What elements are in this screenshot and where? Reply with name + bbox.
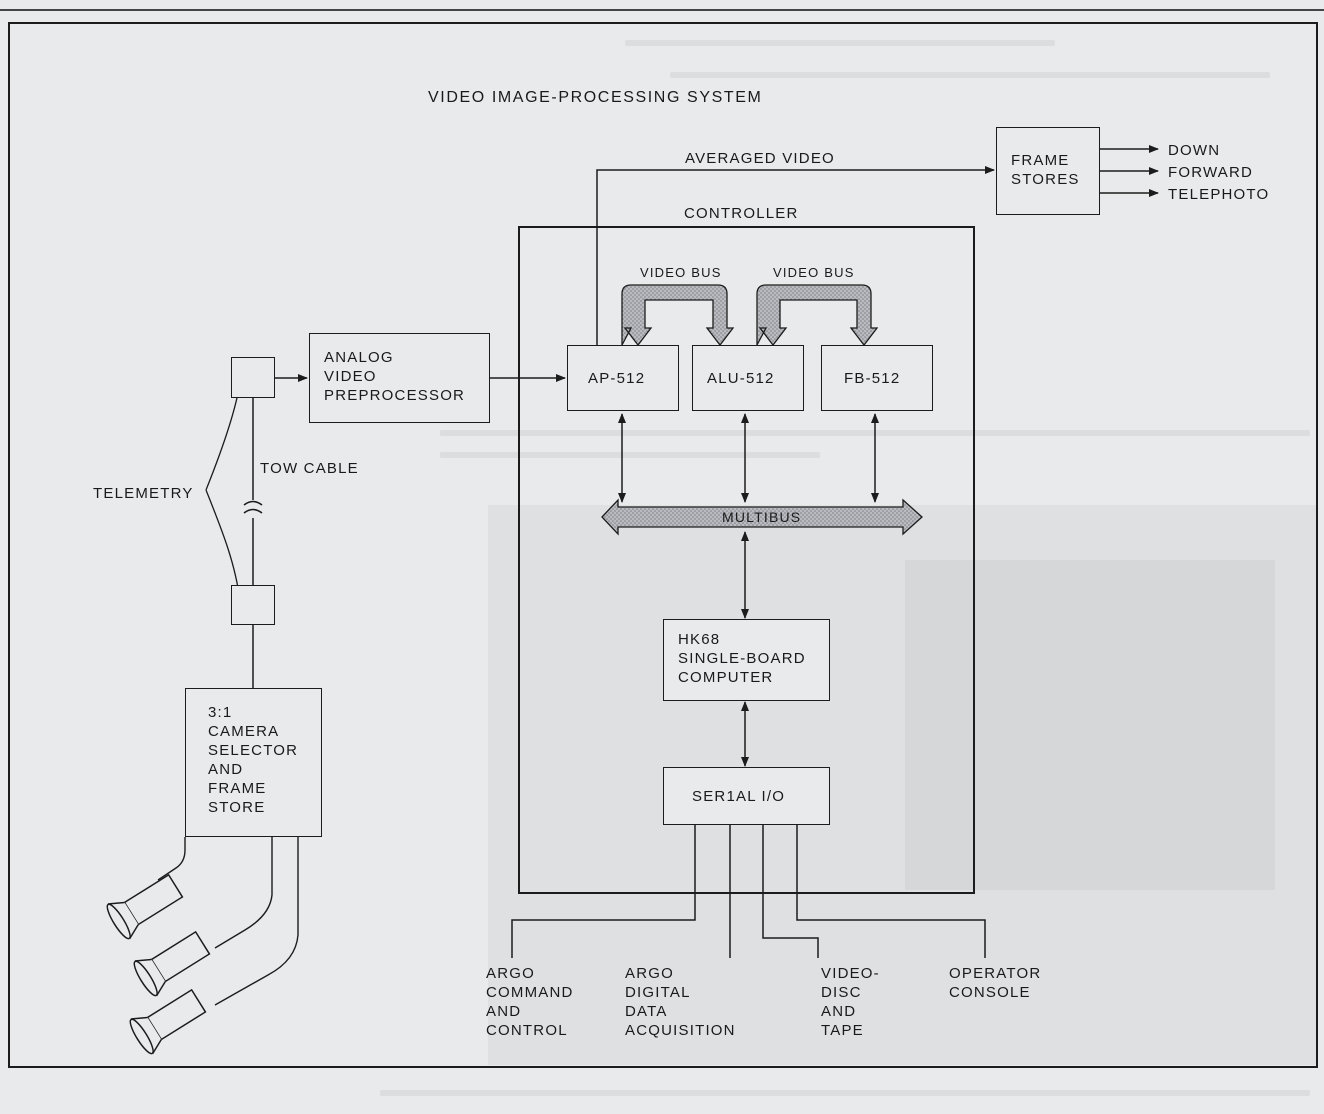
serial-to-video-disc — [762, 825, 819, 958]
output-forward-label: FORWARD — [1168, 164, 1254, 181]
serial-to-argo-command — [511, 825, 696, 958]
background-text-line — [380, 1090, 1310, 1096]
video-bus-1 — [621, 284, 735, 347]
argo-digital-label: ARGO DIGITAL DATA ACQUISITION — [625, 965, 736, 1039]
camera-cable-3 — [214, 837, 299, 1006]
multibus-bus — [601, 498, 923, 536]
analog-preprocessor-label: ANALOG VIDEO PREPROCESSOR — [324, 349, 466, 404]
fb512-block: FB-512 — [821, 345, 933, 411]
argo-command-label: ARGO COMMAND AND CONTROL — [486, 965, 574, 1039]
ap512-block: AP-512 — [567, 345, 679, 411]
figure-frame — [8, 22, 1318, 1068]
averaged-video-line — [596, 166, 995, 345]
vehicle-telemetry-box — [231, 585, 275, 625]
telemetry-bracket — [205, 381, 241, 603]
video-disc-label: VIDEO- DISC AND TAPE — [821, 965, 880, 1039]
controller-enclosure — [518, 226, 975, 894]
background-text-line — [440, 452, 820, 458]
background-photo-shadow-inner — [905, 560, 1275, 890]
multibus-label: MULTIBUS — [722, 509, 802, 525]
video-bus-1-label: VIDEO BUS — [640, 265, 722, 280]
hk68-label: HK68 SINGLE-BOARD COMPUTER — [678, 631, 806, 686]
analog-preprocessor-block: ANALOG VIDEO PREPROCESSOR — [309, 333, 490, 423]
averaged-video-label: AVERAGED VIDEO — [685, 150, 835, 167]
camera-selector-block: 3:1 CAMERA SELECTOR AND FRAME STORE — [185, 688, 322, 837]
output-down-label: DOWN — [1168, 142, 1221, 159]
background-text-line — [670, 72, 1270, 78]
fb512-label: FB-512 — [844, 370, 901, 387]
background-text-line — [625, 40, 1055, 46]
camera-1-icon — [106, 873, 184, 940]
camera-cable-1 — [157, 837, 186, 881]
output-telephoto-label: TELEPHOTO — [1168, 186, 1270, 203]
hk68-block: HK68 SINGLE-BOARD COMPUTER — [663, 619, 830, 701]
diagram-title: VIDEO IMAGE-PROCESSING SYSTEM — [428, 89, 763, 106]
ap512-label: AP-512 — [588, 370, 646, 387]
camera-3-icon — [129, 988, 207, 1055]
telemetry-label: TELEMETRY — [93, 485, 194, 502]
alu512-block: ALU-512 — [692, 345, 804, 411]
controller-label: CONTROLLER — [684, 205, 799, 222]
tow-cable-break-mark — [243, 500, 263, 514]
camera-selector-label: 3:1 CAMERA SELECTOR AND FRAME STORE — [208, 704, 299, 816]
background-photo-shadow — [488, 505, 1318, 1065]
page-top-rule — [0, 9, 1324, 11]
serial-io-block: SER1AL I/O — [663, 767, 830, 825]
tow-cable-label: TOW CABLE — [260, 460, 359, 477]
camera-cable-2 — [214, 837, 273, 949]
video-bus-2-label: VIDEO BUS — [773, 265, 855, 280]
video-bus-2 — [756, 284, 879, 347]
surface-receiver-box — [231, 357, 275, 398]
serial-to-operator-console — [796, 825, 986, 958]
frame-stores-label: FRAME STORES — [1011, 152, 1080, 188]
operator-console-label: OPERATOR CONSOLE — [949, 965, 1042, 1001]
camera-2-icon — [133, 930, 211, 997]
alu512-label: ALU-512 — [707, 370, 775, 387]
frame-stores-block: FRAME STORES — [996, 127, 1100, 215]
serial-io-label: SER1AL I/O — [692, 788, 786, 805]
